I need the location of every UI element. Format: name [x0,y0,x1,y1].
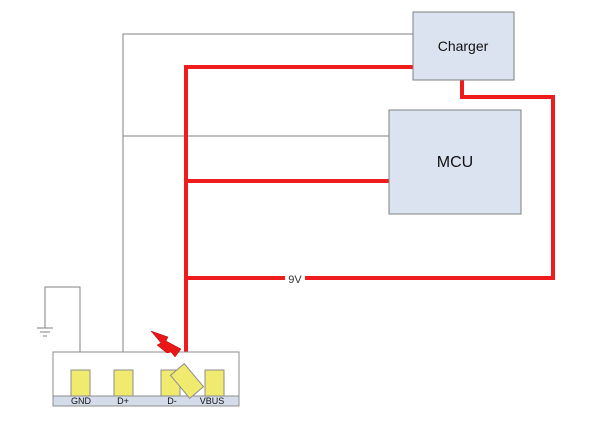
vbus-to-charger-wire [184,65,413,372]
usb-connector: GND D+ D- VBUS [52,351,240,407]
mcu-block: MCU [388,109,522,215]
power-wires [184,65,555,372]
connector-label-strip [52,395,240,407]
pin-label-gnd: GND [71,396,92,406]
shorted-pin [169,363,205,399]
pin-vbus [204,369,225,397]
lightning-bolt-icon [150,330,182,358]
gnd-wire [44,286,81,370]
pin-label-vbus: VBUS [200,396,225,406]
signal-wires [44,33,413,370]
ground-symbol-icon [37,327,53,337]
pin-d-plus [113,369,134,397]
charger-block: Charger [412,11,515,81]
pin-label-d-minus: D- [167,396,177,406]
mcu-label: MCU [437,154,473,171]
charger-label: Charger [438,38,489,54]
voltage-label-bg [285,271,305,285]
d-plus-to-charger-wire [122,33,413,370]
voltage-label: 9V [288,274,302,286]
charger-9v-wire [186,80,555,280]
pin-label-d-plus: D+ [117,396,129,406]
pin-gnd [70,369,91,397]
